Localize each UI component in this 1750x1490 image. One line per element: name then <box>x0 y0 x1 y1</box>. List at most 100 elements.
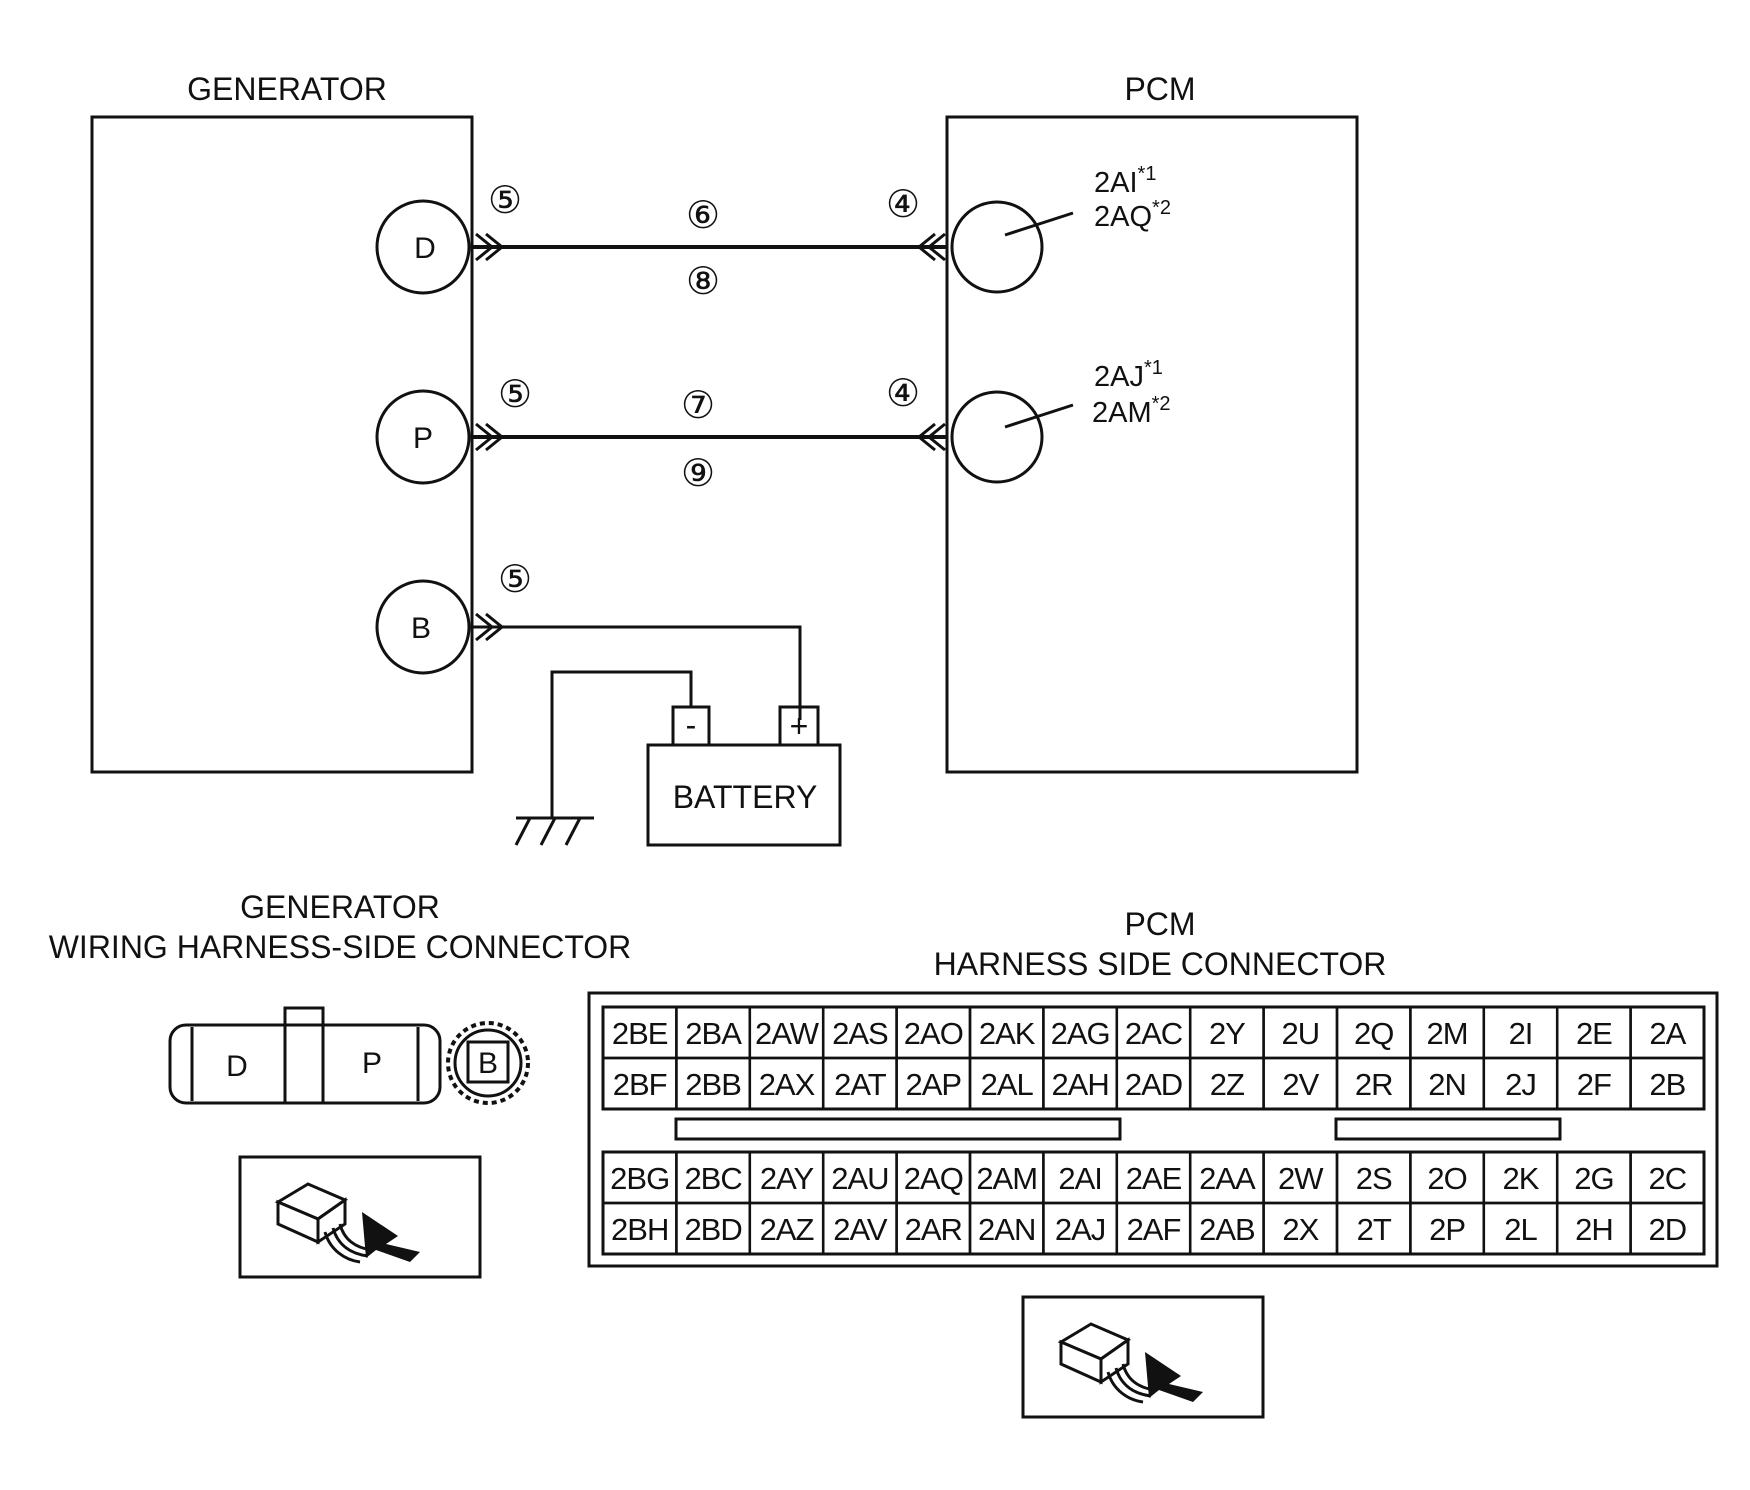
terminal-d-circle <box>375 199 471 295</box>
pcm-pin-p-code1: 2AJ*1 <box>1094 357 1163 393</box>
gen-connector-b-terminal <box>446 1021 530 1105</box>
pcm-pin-code: 2T <box>1357 1212 1392 1247</box>
view-direction-box <box>1021 1295 1265 1419</box>
pcm-pin-code: 2AD <box>1125 1067 1182 1102</box>
battery-label: BATTERY <box>673 779 818 815</box>
pcm-pin-code: 2N <box>1428 1067 1466 1102</box>
gen-connector-symbol-p <box>475 422 505 452</box>
pcm-pin-code: 2L <box>1504 1212 1537 1247</box>
step-marker: ⑤ <box>488 180 522 222</box>
pcm-pin-code: 2AA <box>1199 1161 1256 1196</box>
pcm-pin-code: 2AQ <box>904 1161 963 1196</box>
terminal-d-label: D <box>414 232 436 265</box>
battery-box <box>646 743 842 847</box>
gen-connector-face <box>168 1006 442 1105</box>
pcm-pin-code: 2D <box>1648 1212 1686 1247</box>
pcm-pin-code: 2A <box>1649 1016 1686 1051</box>
pcm-pin-code: 2C <box>1648 1161 1686 1196</box>
pcm-pin-code: 2AE <box>1126 1161 1182 1196</box>
ground-wire <box>550 670 693 818</box>
ground-icon <box>514 816 594 846</box>
pcm-pin-code: 2J <box>1505 1067 1536 1102</box>
pcm-pin-code: 2Y <box>1209 1016 1245 1051</box>
pcm-pin-code: 2AO <box>904 1016 963 1051</box>
pcm-pin-code: 2H <box>1575 1212 1613 1247</box>
gen-connector-pin-d: D <box>226 1050 248 1083</box>
pcm-pin-code: 2M <box>1427 1016 1468 1051</box>
pcm-pin-code: 2AL <box>981 1067 1034 1102</box>
pcm-pin-code: 2U <box>1281 1016 1319 1051</box>
pcm-pin-code: 2AY <box>760 1161 814 1196</box>
pcm-pin-code: 2G <box>1574 1161 1613 1196</box>
terminal-p-circle <box>375 389 471 485</box>
pcm-pin-code: 2O <box>1427 1161 1466 1196</box>
pcm-pin-code: 2AR <box>905 1212 962 1247</box>
pcm-pin-p-circle <box>950 390 1044 484</box>
pcm-pin-code: 2B <box>1649 1067 1685 1102</box>
pcm-pin-code: 2AP <box>905 1067 961 1102</box>
step-marker: ⑥ <box>686 195 720 237</box>
pcm-pin-code: 2BB <box>685 1067 741 1102</box>
pcm-pin-p-leader <box>1004 403 1074 429</box>
generator-title: GENERATOR <box>187 71 387 107</box>
pcm-pin-code: 2I <box>1509 1016 1533 1051</box>
step-marker: ④ <box>886 184 920 226</box>
pcm-pin-code: 2AB <box>1199 1212 1255 1247</box>
pcm-pin-code: 2AN <box>978 1212 1035 1247</box>
view-direction-box <box>238 1155 482 1279</box>
pcm-pin-code: 2AZ <box>760 1212 814 1247</box>
pcm-box <box>945 115 1359 774</box>
pcm-pin-code: 2BF <box>613 1067 667 1102</box>
step-marker: ⑤ <box>498 374 532 416</box>
step-marker: ⑧ <box>686 261 720 303</box>
gen-connector-symbol-d <box>475 232 505 262</box>
arrow-icon <box>1145 1352 1203 1402</box>
pcm-title: PCM <box>1124 71 1195 107</box>
pcm-pin-code: 2V <box>1282 1067 1319 1102</box>
pcm-pin-code: 2S <box>1356 1161 1392 1196</box>
pcm-pin-code: 2AF <box>1127 1212 1181 1247</box>
step-marker: ④ <box>886 373 920 415</box>
pcm-pin-code: 2AM <box>976 1161 1037 1196</box>
pcm-pin-code: 2AK <box>979 1016 1036 1051</box>
pcm-connector-outline <box>587 991 1719 1268</box>
battery-positive-terminal <box>778 705 820 747</box>
wire-b <box>472 625 802 720</box>
gen-connector-title: GENERATOR <box>240 889 440 925</box>
pcm-pin-code: 2AJ <box>1055 1212 1105 1247</box>
gen-connector-pin-p: P <box>362 1047 382 1080</box>
pcm-pin-d-code2: 2AQ*2 <box>1094 197 1171 233</box>
pcm-pin-code: 2AT <box>834 1067 887 1102</box>
pcm-pin-d-circle <box>950 200 1044 294</box>
terminal-p-label: P <box>413 422 433 455</box>
gen-connector-pin-b: B <box>478 1047 498 1080</box>
pcm-pin-code: 2Q <box>1354 1016 1393 1051</box>
pcm-pin-code: 2BA <box>685 1016 742 1051</box>
gen-connector-symbol-b <box>475 612 505 642</box>
pcm-pin-d-code1: 2AI*1 <box>1094 163 1156 199</box>
pcm-connector-symbol-d <box>916 232 946 262</box>
pcm-pin-code: 2R <box>1355 1067 1393 1102</box>
pcm-pin-code: 2BH <box>611 1212 668 1247</box>
pcm-pin-cell <box>1629 1056 1706 1111</box>
step-marker: ⑤ <box>498 559 532 601</box>
pcm-pin-p-code2: 2AM*2 <box>1092 393 1171 429</box>
pcm-pin-code: 2P <box>1429 1212 1465 1247</box>
pcm-connector-key-slot <box>1334 1117 1562 1141</box>
arrow-icon <box>362 1212 420 1262</box>
pcm-pin-code: 2X <box>1282 1212 1319 1247</box>
pcm-pin-code: 2AC <box>1125 1016 1183 1051</box>
pcm-pin-code: 2AH <box>1051 1067 1108 1102</box>
pcm-pin-code: 2BG <box>610 1161 669 1196</box>
pcm-pin-code: 2AW <box>755 1016 820 1051</box>
pcm-pin-code: 2W <box>1278 1161 1324 1196</box>
terminal-b-circle <box>375 579 471 675</box>
pcm-connector-subtitle: HARNESS SIDE CONNECTOR <box>934 946 1387 982</box>
pcm-pin-code: 2AS <box>832 1016 888 1051</box>
battery-positive-symbol: + <box>790 708 809 744</box>
pcm-pin-code: 2BE <box>612 1016 668 1051</box>
pcm-pin-code: 2Z <box>1210 1067 1244 1102</box>
pcm-pin-code: 2AX <box>759 1067 816 1102</box>
